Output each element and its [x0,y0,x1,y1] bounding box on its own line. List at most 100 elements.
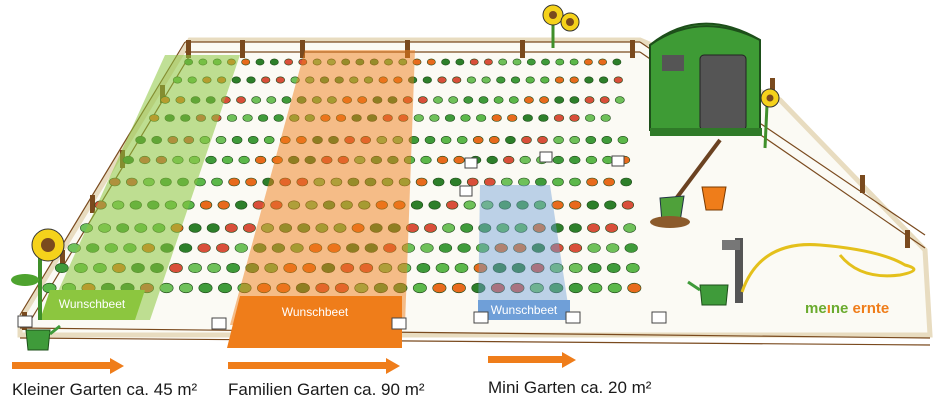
plant [569,177,581,187]
plant [541,58,550,66]
plant [235,200,248,210]
plant [255,58,265,66]
plant [224,223,238,233]
plant [496,223,510,233]
plant [422,76,432,84]
signs [17,151,667,330]
plant [585,136,597,145]
plant [614,96,625,104]
plant [217,200,230,210]
plant [255,155,267,165]
plant [550,243,564,253]
plant [513,243,527,253]
plant [584,76,594,84]
caption-family-garden: Familien Garten ca. 90 m² [228,380,425,399]
plant [216,243,230,253]
plant [446,200,459,210]
logo-i-mark: ı [826,300,831,317]
plant [505,136,516,145]
plant [498,200,512,210]
logo-part-me: me [805,300,827,317]
bed-family-label-strip [227,296,402,348]
plant [226,262,240,273]
plant [526,58,536,66]
plant [466,76,477,84]
plant [496,76,506,84]
plant [424,136,436,145]
caption-mini-garden: Mini Garten ca. 20 m² [488,378,652,397]
plant [441,58,450,66]
plant [454,262,469,273]
plant [412,282,427,294]
plant [569,223,582,233]
plant [549,282,564,294]
fence-post [90,195,95,213]
plant [455,58,465,66]
plant [518,177,530,187]
arrow-mini [488,352,576,368]
plant [493,96,504,104]
plant [623,223,637,233]
plant [627,282,642,294]
plant [537,136,548,145]
caption-small-garden: Kleiner Garten ca. 45 m² [12,380,198,399]
bed-family-highlight [230,50,415,325]
plant [211,177,223,187]
plant [494,243,508,253]
plant [483,177,496,187]
plant [606,262,621,273]
plant [444,114,456,122]
fence-post [860,175,865,193]
plant [481,200,494,210]
plant [266,96,277,104]
plant [588,282,603,294]
sunflower-right-illustration [760,88,780,149]
plant [511,262,526,273]
plant [218,282,233,294]
plant [428,200,441,210]
sunflower-left-illustration [11,228,65,320]
plant [205,155,217,165]
plant [432,177,445,187]
plant [606,243,620,253]
plant [426,58,436,66]
plant [585,155,598,165]
plant [569,96,580,104]
plant [269,58,279,66]
plant [586,200,599,210]
plant [466,177,479,187]
plant [514,223,528,233]
fence-post [60,250,65,268]
fence-post [300,40,305,58]
plant [586,177,598,187]
plant [436,155,449,165]
plant [620,177,633,187]
arrow-family [228,358,400,374]
plant [503,155,515,165]
plant [469,58,479,66]
watering-can-left-illustration [25,324,61,351]
plant [568,282,583,294]
plant [281,96,292,104]
plant [535,177,547,187]
plant [231,76,241,84]
plant [587,262,602,273]
plant [273,114,284,122]
plant [463,200,476,210]
plant [568,243,583,253]
plant [569,114,580,122]
plant [599,96,610,104]
plant [410,200,424,210]
plant [179,243,193,253]
plant [540,76,550,84]
fence-post [240,40,245,58]
plant [449,177,462,187]
plant [420,155,432,165]
plant [624,243,638,253]
plant [605,223,618,233]
plant [603,177,615,187]
plant [486,155,498,165]
bed-mini-highlight [478,185,570,318]
plant [516,200,529,210]
plant [460,223,474,233]
